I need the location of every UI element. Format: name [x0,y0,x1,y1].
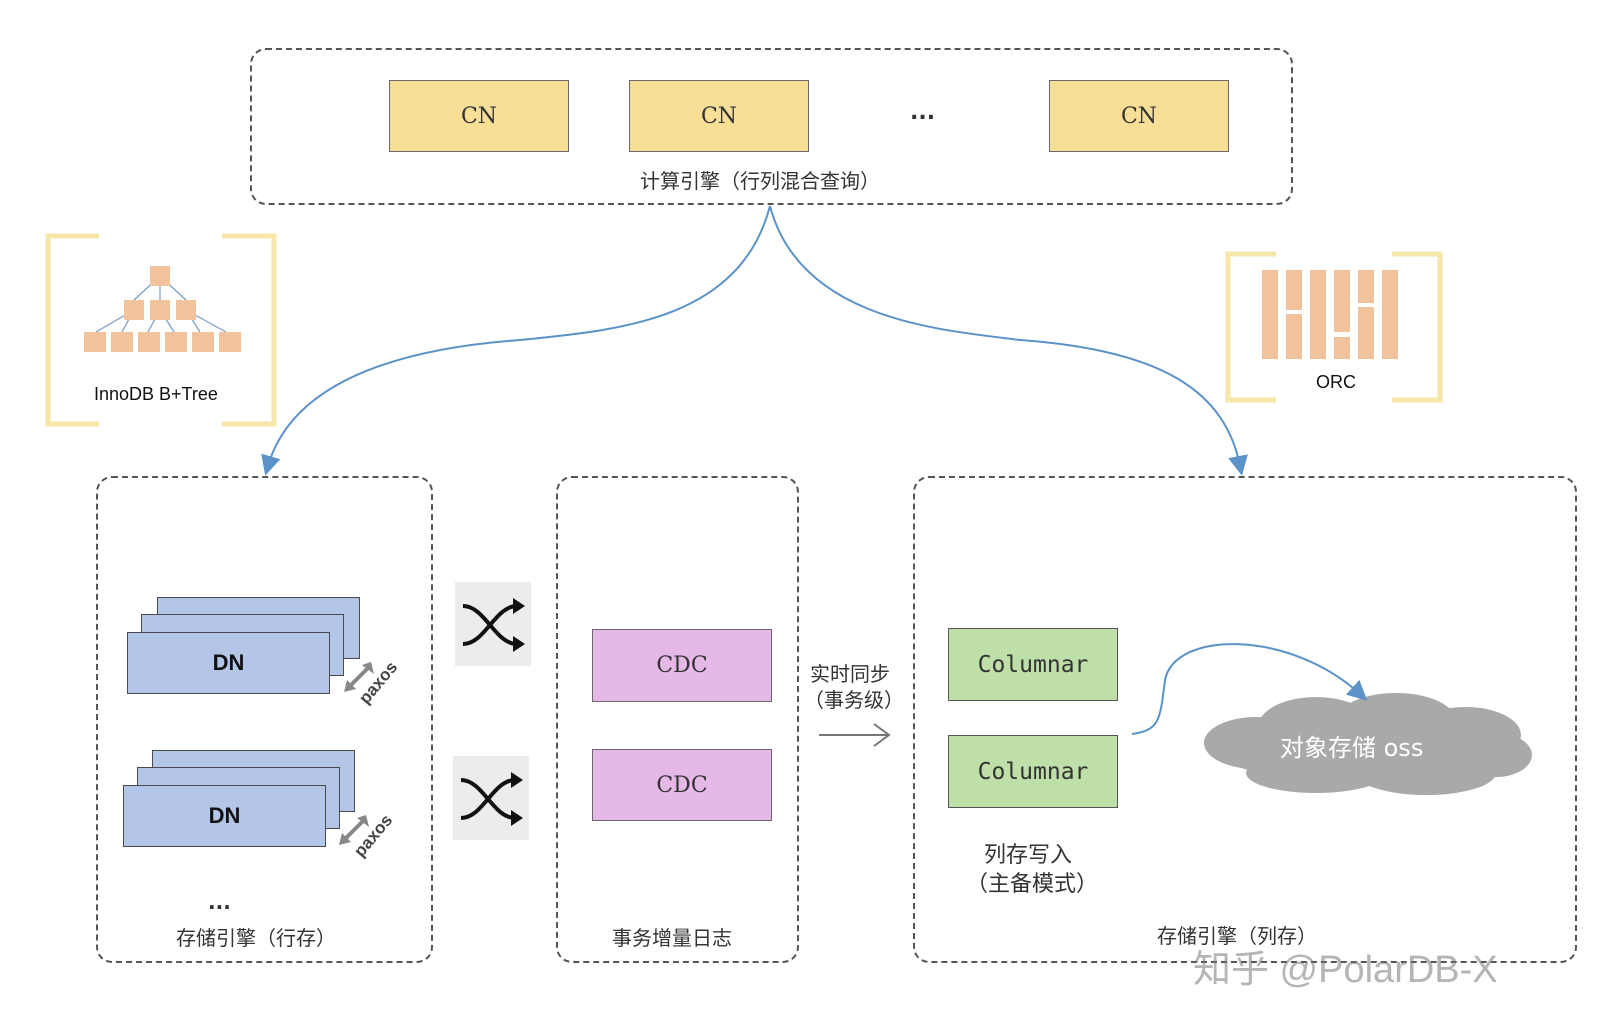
paxos-arrow-icon-1 [342,660,376,698]
dn-node-1: DN [127,632,330,694]
paxos-arrow-icon-2 [337,813,371,851]
btree-icon [44,232,280,430]
shuffle-icon-1 [455,582,531,666]
columnar-write-line2: （主备模式） [966,872,1099,897]
compute-engine-label: 计算引擎（行列混合查询） [640,169,880,193]
row-storage-group [96,476,433,963]
cdc-node-2: CDC [592,749,772,821]
transaction-log-group [556,476,799,963]
dn-node-2: DN [123,785,326,847]
cn-node-3: CN [1049,80,1229,152]
cn-ellipsis: ... [910,100,936,125]
cdc-node-1: CDC [592,629,772,702]
cn-node-1: CN [389,80,569,152]
column-storage-label: 存储引擎（列存） [1157,924,1317,948]
watermark: 知乎 @PolarDB-X [1193,949,1498,991]
shuffle-icon-2 [453,756,529,840]
transaction-log-label: 事务增量日志 [612,926,732,950]
sync-label-line1: 实时同步 [810,662,890,686]
compute-to-row-arrow [261,205,771,476]
compute-to-column-arrow [769,205,1248,476]
compute-engine-group [250,48,1293,205]
columnar-to-oss-arrow [1131,643,1368,735]
dn-ellipsis: ... [208,890,231,914]
columnar-write-line1: 列存写入 [984,843,1073,868]
btree-label: InnoDB B+Tree [94,384,218,404]
cn-node-2: CN [629,80,809,152]
orc-label: ORC [1316,372,1356,392]
orc-icon [1224,250,1444,406]
row-storage-label: 存储引擎（行存） [176,926,336,950]
cloud-icon [1196,693,1536,797]
columnar-node-2: Columnar [948,735,1118,808]
columnar-node-1: Columnar [948,628,1118,701]
sync-label-line2: （事务级） [804,688,904,712]
column-storage-group [913,476,1577,963]
oss-label: 对象存储 oss [1280,734,1424,762]
sync-arrow-head [873,723,891,747]
